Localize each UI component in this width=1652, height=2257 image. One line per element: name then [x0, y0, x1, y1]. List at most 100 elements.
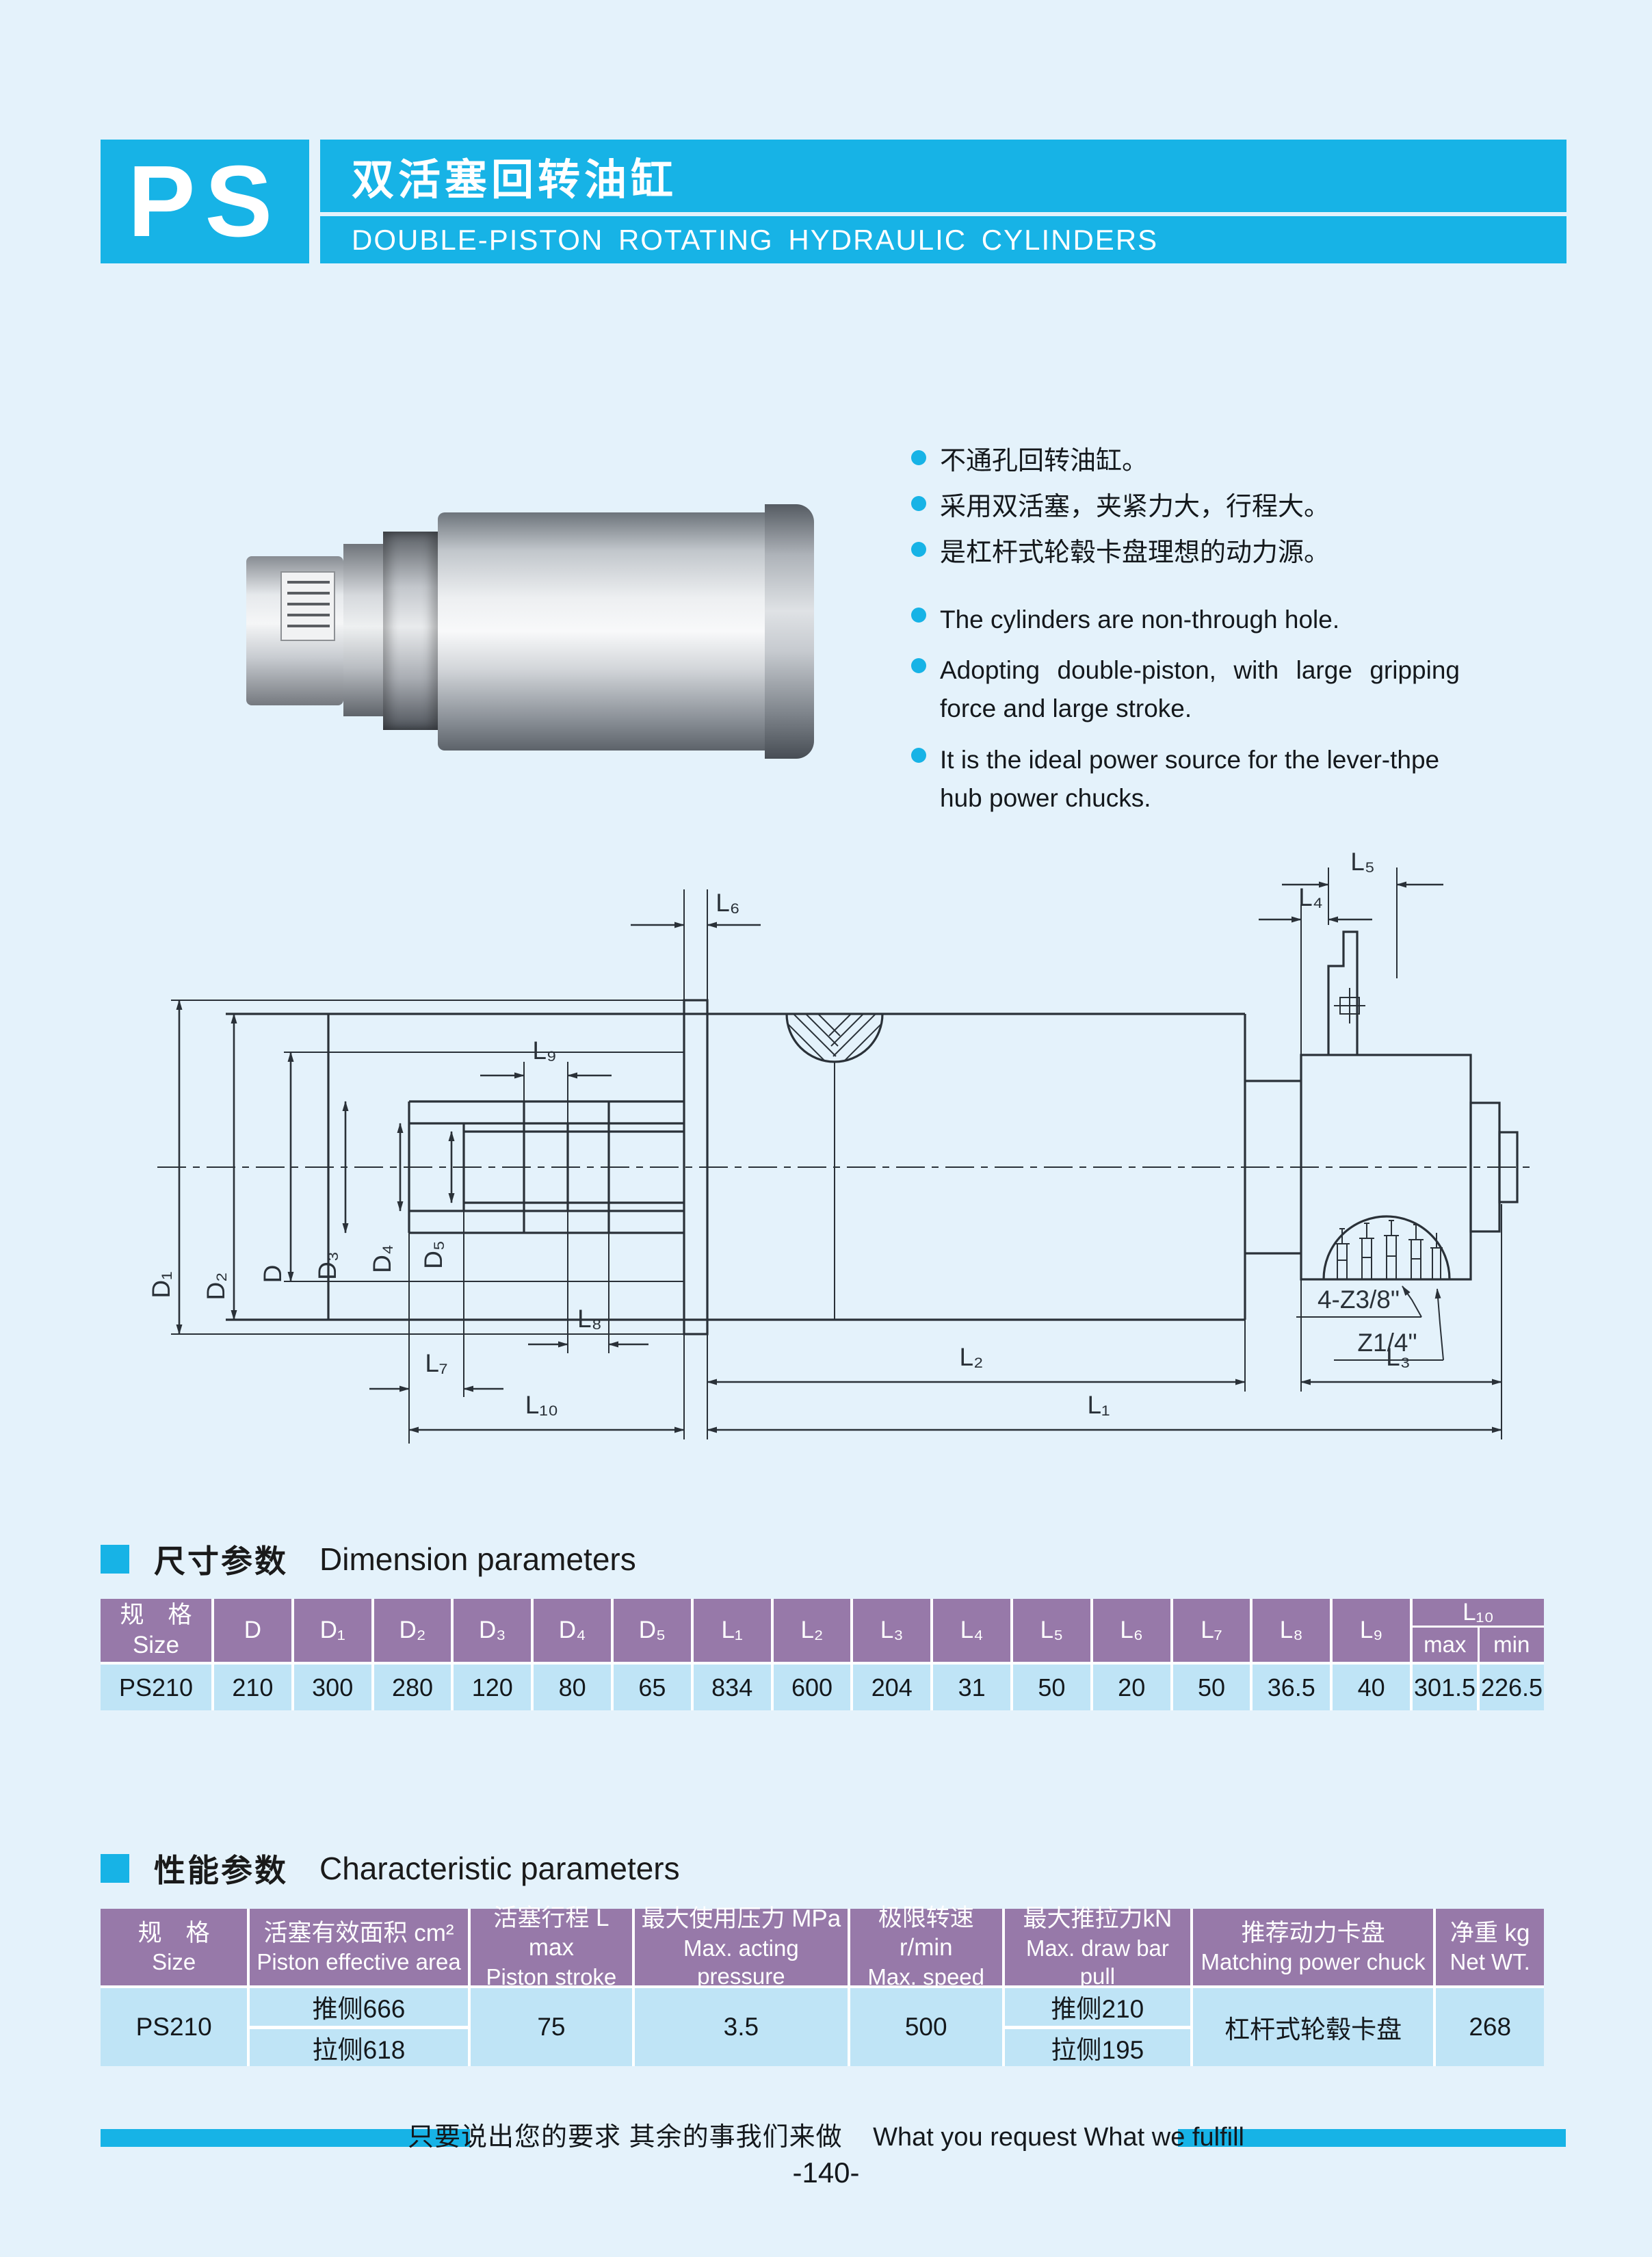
- port-label-2: Z1/4": [1357, 1329, 1417, 1357]
- table-cell: 600: [773, 1665, 851, 1710]
- feature-en-1: The cylinders are non-through hole.: [940, 605, 1340, 634]
- col-header: D₂: [373, 1599, 451, 1662]
- col-header: D₅: [614, 1599, 691, 1662]
- photo-collar: [343, 544, 383, 716]
- bullet-icon: [911, 607, 926, 623]
- col-header: L₅: [1013, 1599, 1090, 1662]
- col-header: 活塞有效面积 cm² Piston effective area: [250, 1909, 468, 1985]
- dimension-table: 规 格 Size D D₁ D₂ D₃ D₄ D₅ L₁ L₂ L₃ L₄ L₅…: [101, 1599, 1544, 1710]
- col-header: D: [214, 1599, 291, 1662]
- col-header: 极限转速 r/min Max. speed: [850, 1905, 1002, 1989]
- list-item: The cylinders are non-through hole.: [911, 601, 1465, 639]
- table-cell: 50: [1013, 1665, 1090, 1710]
- section-title-en: Characteristic parameters: [319, 1851, 680, 1886]
- dimension-section-header: 尺寸参数 Dimension parameters: [101, 1537, 636, 1582]
- list-item: Adopting double-piston, with large gripp…: [911, 651, 1465, 728]
- table-cell: 226.5: [1480, 1665, 1544, 1710]
- col-header: L₈: [1253, 1599, 1330, 1662]
- dim-label-l3: L₃: [1386, 1343, 1411, 1371]
- footer-bar-left: [101, 2129, 470, 2147]
- page-number: -140-: [792, 2156, 860, 2189]
- dim-label-d2: D₂: [202, 1272, 230, 1300]
- feature-list: 不通孔回转油缸。 采用双活塞，夹紧力大，行程大。 是杠杆式轮毂卡盘理想的动力源。…: [911, 443, 1465, 830]
- dim-label-l5: L₅: [1350, 848, 1374, 876]
- table-cell: 120: [454, 1665, 532, 1710]
- table-cell: 杠杆式轮毂卡盘: [1192, 1988, 1434, 2066]
- stop-bracket: [1327, 930, 1359, 1055]
- list-item: 采用双活塞，夹紧力大，行程大。: [911, 489, 1465, 526]
- table-cell-draw-bar-pull: 推侧210 拉侧195: [1004, 1988, 1190, 2066]
- title-bar-en: DOUBLE-PISTON ROTATING HYDRAULIC CYLINDE…: [320, 216, 1566, 263]
- dim-label-l9: L₉: [532, 1036, 556, 1065]
- table-cell-model: PS210: [101, 1988, 248, 2066]
- table-cell-model: PS210: [101, 1665, 211, 1710]
- table-cell: 75: [470, 1988, 633, 2066]
- footer-slogan-zh: 只要说出您的要求 其余的事我们来做: [408, 2123, 843, 2152]
- col-header: L₂: [773, 1599, 851, 1662]
- table-cell: 268: [1436, 1988, 1544, 2066]
- table-cell: 80: [534, 1665, 611, 1710]
- table-cell: 301.5: [1413, 1665, 1477, 1710]
- page-title-zh: 双活塞回转油缸: [352, 157, 678, 204]
- table-cell: 500: [850, 1988, 1002, 2066]
- table-cell: 36.5: [1253, 1665, 1330, 1710]
- col-header: D₁: [293, 1599, 371, 1662]
- dim-label-l2: L₂: [960, 1343, 984, 1371]
- bullet-icon: [911, 541, 926, 557]
- table-cell: 31: [933, 1665, 1010, 1710]
- dim-label-l4: L₄: [1298, 883, 1323, 911]
- col-header: L₉: [1333, 1599, 1410, 1662]
- product-photo: [246, 504, 814, 770]
- col-header-l10-max: max: [1413, 1628, 1480, 1662]
- table-cell: 65: [614, 1665, 691, 1710]
- table-cell: 834: [693, 1665, 771, 1710]
- col-header: D₃: [454, 1599, 532, 1662]
- col-header: D₄: [534, 1599, 611, 1662]
- table-cell-piston-area: 推侧666 拉侧618: [250, 1988, 468, 2066]
- table-cell: 50: [1172, 1665, 1250, 1710]
- table-cell: 280: [373, 1665, 451, 1710]
- dim-label-l8: L₈: [577, 1305, 602, 1333]
- bullet-icon: [911, 658, 926, 674]
- col-header: L₃: [853, 1599, 931, 1662]
- page-title-en: DOUBLE-PISTON ROTATING HYDRAULIC CYLINDE…: [352, 223, 1159, 256]
- section-marker-icon: [101, 1854, 129, 1883]
- list-item: 不通孔回转油缸。: [911, 443, 1465, 480]
- dim-label-l6: L₆: [716, 889, 740, 917]
- port-fittings: [1335, 1220, 1443, 1279]
- section-title-zh: 尺寸参数: [154, 1543, 288, 1579]
- footer-slogan: 只要说出您的要求 其余的事我们来做 What you request What …: [0, 2115, 1652, 2153]
- col-header: L₇: [1172, 1599, 1250, 1662]
- table-cell: 204: [853, 1665, 931, 1710]
- col-header: 活塞行程 L max Piston stroke: [470, 1905, 633, 1989]
- col-header-l10: L₁₀: [1413, 1599, 1544, 1628]
- list-item: It is the ideal power source for the lev…: [911, 741, 1465, 818]
- col-header: L₆: [1092, 1599, 1170, 1662]
- photo-label-sticker: [280, 571, 335, 641]
- col-header: L₁: [693, 1599, 771, 1662]
- col-header: 最大推拉力kN Max. draw bar pull: [1004, 1905, 1190, 1989]
- table-cell: 40: [1333, 1665, 1410, 1710]
- section-title-en: Dimension parameters: [319, 1541, 636, 1577]
- dim-label-d3: D₃: [313, 1251, 341, 1280]
- footer-slogan-en: What you request What we fulfill: [873, 2123, 1244, 2152]
- table-cell: 300: [293, 1665, 371, 1710]
- series-code: PS: [127, 144, 283, 258]
- section-marker-icon: [101, 1545, 129, 1574]
- table-cell: 20: [1092, 1665, 1170, 1710]
- title-bar-zh: 双活塞回转油缸: [320, 140, 1566, 212]
- col-header: 最大使用压力 MPa Max. acting pressure: [635, 1905, 848, 1989]
- table-cell: 210: [214, 1665, 291, 1710]
- photo-cylinder-body: [438, 512, 765, 751]
- technical-drawing: D₁ D₂ D D₃ D₄ D₅ L₉ L₆ L₅ L₄ L₈: [147, 848, 1532, 1444]
- characteristic-table: 规 格 Size 活塞有效面积 cm² Piston effective are…: [101, 1905, 1544, 2066]
- col-header-l10-min: min: [1493, 1632, 1530, 1657]
- feature-en-3: It is the ideal power source for the lev…: [940, 745, 1440, 812]
- dim-label-l10: L₁₀: [525, 1391, 558, 1419]
- feature-en-2: Adopting double-piston, with large gripp…: [940, 656, 1460, 723]
- feature-zh-3: 是杠杆式轮毂卡盘理想的动力源。: [940, 538, 1330, 567]
- col-header-size: 规 格 Size: [101, 1599, 211, 1662]
- ports-dome: [1322, 1215, 1451, 1280]
- col-header: L₄: [933, 1599, 1010, 1662]
